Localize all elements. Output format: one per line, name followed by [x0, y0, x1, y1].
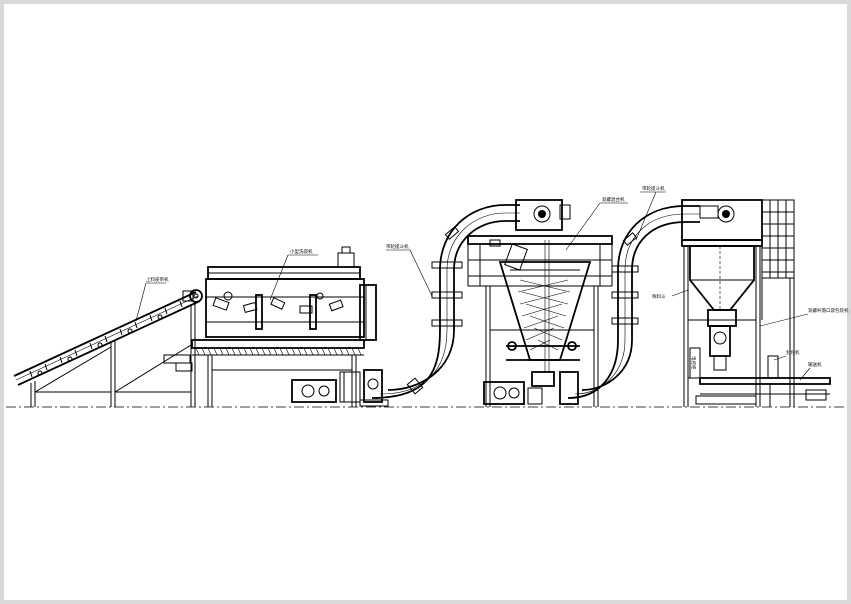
hopper-label: 称料斗 [652, 293, 666, 300]
elevator-left: 带轮提斗机 [359, 204, 520, 407]
elevator-right: 带轮提斗机 [559, 185, 700, 405]
outfeed-label: 输送机 [808, 361, 822, 368]
control-box-label: 电控柜 [690, 356, 697, 370]
elevator-right-label: 带轮提斗机 [642, 185, 665, 192]
bag-washer: 小型洗袋机 [163, 246, 377, 407]
packing-station: 称料斗 双螺杆落口袋包装机 封包机 输送机 电控柜 [652, 199, 849, 407]
washer-label: 小型洗袋机 [290, 248, 313, 255]
bagger-label: 双螺杆落口袋包装机 [808, 307, 849, 314]
mixer: 双螺混合机 [467, 196, 628, 407]
feed-conveyor-label: 上料皮带机 [146, 276, 169, 283]
sealer-label: 封包机 [786, 349, 800, 356]
mixer-label: 双螺混合机 [602, 196, 625, 203]
feed-belt-conveyor: 上料皮带机 [13, 276, 203, 407]
elevator-left-label: 带轮提斗机 [386, 243, 409, 250]
